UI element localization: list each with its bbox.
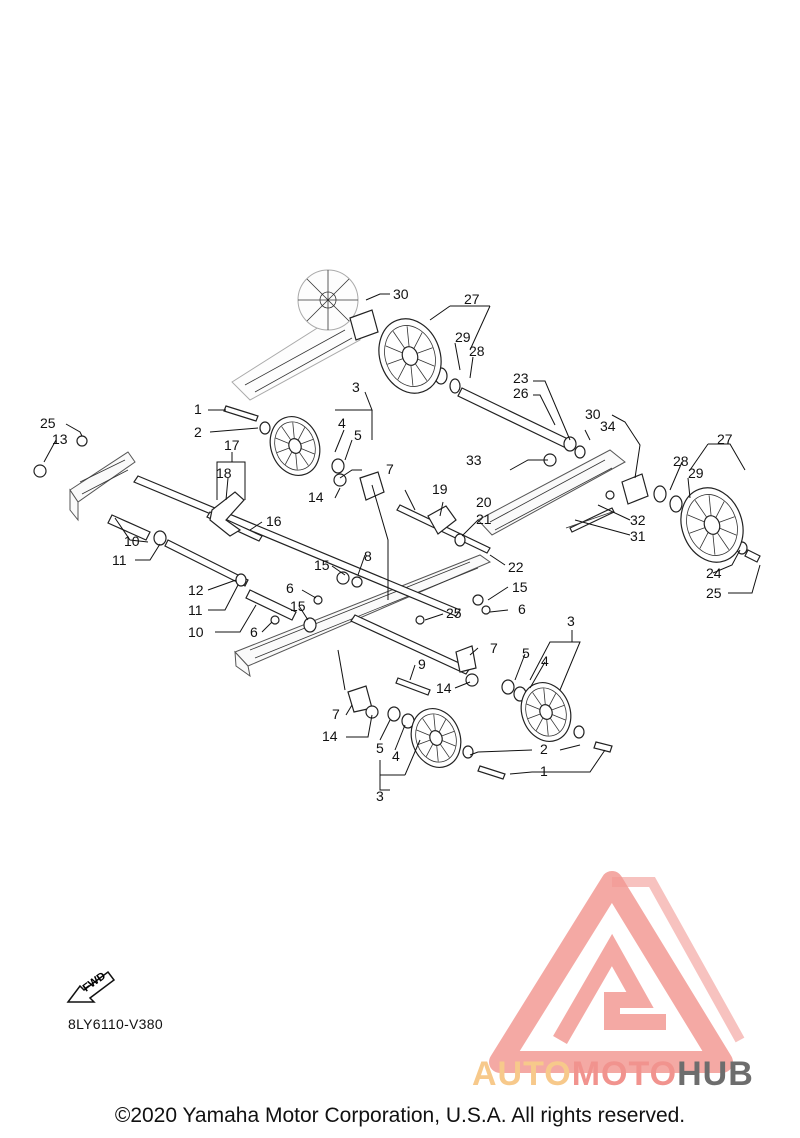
- callout-5: 5: [522, 645, 530, 661]
- callout-25: 25: [40, 415, 56, 431]
- arms: [209, 471, 477, 713]
- callout-27: 27: [464, 291, 480, 307]
- callout-3: 3: [376, 788, 384, 804]
- callout-labels: 30 27 29 28 23 26 30 34 27 28 29 1 2 3 4…: [40, 286, 733, 804]
- callout-8: 8: [364, 548, 372, 564]
- callout-5: 5: [376, 740, 384, 756]
- idler-wheel: [520, 682, 572, 742]
- idler-wheel: [410, 708, 462, 768]
- lower-slide-rail: [234, 554, 492, 678]
- callout-7: 7: [332, 706, 340, 722]
- left-slide-rail: [69, 451, 136, 522]
- sleeves: [107, 514, 317, 633]
- leader-lines: [43, 293, 761, 791]
- callout-2: 2: [194, 424, 202, 440]
- callout-25: 25: [706, 585, 722, 601]
- callout-6: 6: [250, 624, 258, 640]
- callout-15: 15: [290, 598, 306, 614]
- callout-14: 14: [322, 728, 338, 744]
- callout-3: 3: [352, 379, 360, 395]
- rear-frame-upper: [231, 269, 363, 401]
- callout-11: 11: [188, 602, 203, 618]
- callout-12: 12: [188, 582, 204, 598]
- callout-11: 11: [112, 552, 127, 568]
- callout-16: 16: [266, 513, 282, 529]
- bolts: [33, 405, 761, 780]
- callout-21: 21: [476, 511, 492, 527]
- shafts: [133, 387, 615, 675]
- callout-19: 19: [432, 481, 448, 497]
- callout-31: 31: [630, 528, 646, 544]
- callout-1: 1: [194, 401, 202, 417]
- callout-24: 24: [706, 565, 722, 581]
- callout-14: 14: [308, 489, 324, 505]
- idler-wheel: [378, 318, 442, 394]
- callout-22: 22: [508, 559, 524, 575]
- callout-7: 7: [490, 640, 498, 656]
- callout-14: 14: [436, 680, 452, 696]
- callout-28: 28: [469, 343, 485, 359]
- callout-13: 13: [52, 431, 68, 447]
- callout-17: 17: [224, 437, 240, 453]
- callout-15: 15: [314, 557, 330, 573]
- callout-3: 3: [567, 613, 575, 629]
- callout-26: 26: [513, 385, 529, 401]
- diagram-code: 8LY6110-V380: [68, 1016, 163, 1032]
- callout-30: 30: [393, 286, 409, 302]
- copyright-notice: ©2020 Yamaha Motor Corporation, U.S.A. A…: [114, 1104, 686, 1127]
- callout-18: 18: [216, 465, 232, 481]
- callout-5: 5: [354, 427, 362, 443]
- callout-20: 20: [476, 494, 492, 510]
- callout-29: 29: [688, 465, 704, 481]
- callout-10: 10: [124, 533, 140, 549]
- callout-6: 6: [286, 580, 294, 596]
- wheels: [269, 318, 744, 768]
- callout-25: 25: [446, 605, 462, 621]
- callout-4: 4: [392, 748, 400, 764]
- callout-27: 27: [717, 431, 733, 447]
- callout-7: 7: [386, 461, 394, 477]
- callout-15: 15: [512, 579, 528, 595]
- watermark-text: AUTOMOTOHUB: [472, 1055, 754, 1094]
- callout-1: 1: [540, 763, 548, 779]
- callout-33: 33: [466, 452, 482, 468]
- washers: [259, 367, 748, 759]
- idler-wheel: [269, 416, 321, 476]
- callout-4: 4: [541, 653, 549, 669]
- fwd-arrow-icon: FWD: [66, 970, 116, 1003]
- watermark-part-auto: AUTO: [472, 1055, 572, 1093]
- callout-28: 28: [673, 453, 689, 469]
- callout-34: 34: [600, 418, 616, 434]
- callout-2: 2: [540, 741, 548, 757]
- idler-wheel: [680, 487, 744, 563]
- callout-4: 4: [338, 415, 346, 431]
- callout-32: 32: [630, 512, 646, 528]
- watermark-part-hub: HUB: [677, 1055, 754, 1093]
- callout-6: 6: [518, 601, 526, 617]
- callout-29: 29: [455, 329, 471, 345]
- watermark-part-moto: MOTO: [571, 1055, 678, 1093]
- callout-10: 10: [188, 624, 204, 640]
- automotohub-logo-icon: [489, 871, 745, 1073]
- right-slide-rail: [477, 449, 626, 536]
- callout-9: 9: [418, 656, 426, 672]
- callout-30: 30: [585, 406, 601, 422]
- callout-23: 23: [513, 370, 529, 386]
